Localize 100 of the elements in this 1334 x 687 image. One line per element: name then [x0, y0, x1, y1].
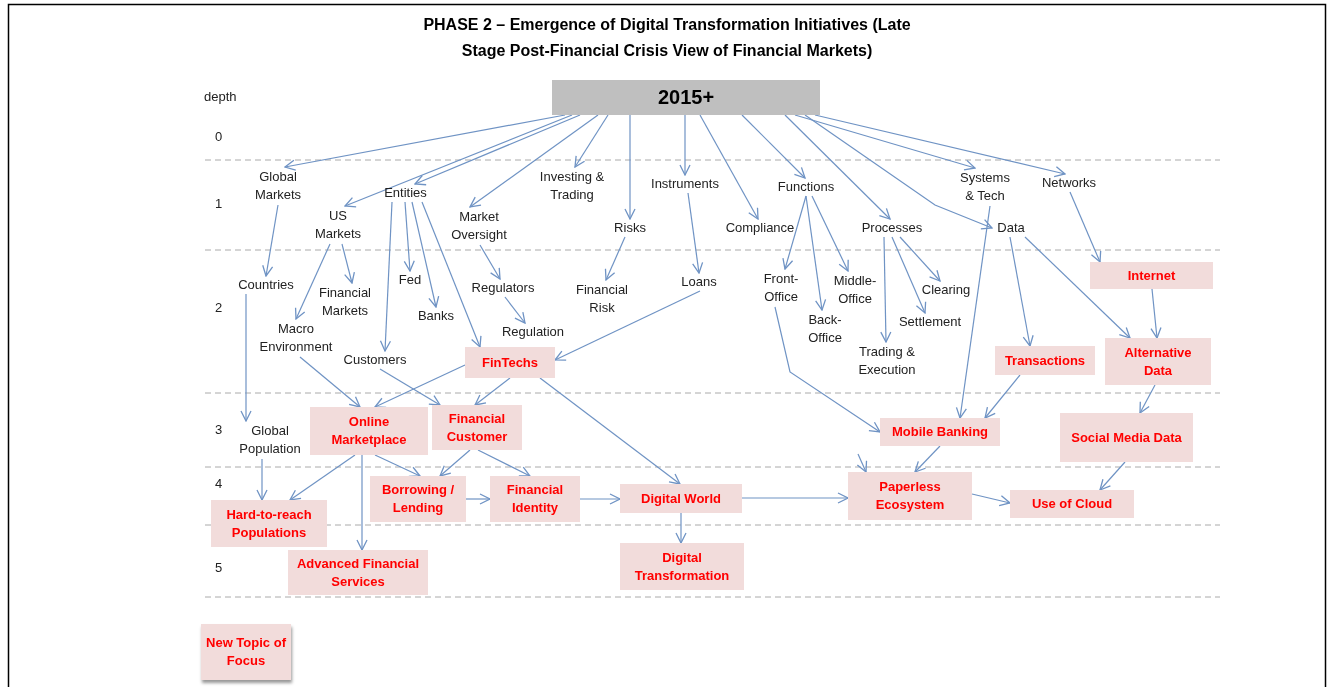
topic-label: Alternative Data	[1123, 343, 1193, 380]
node-label: Middle-Office	[832, 272, 878, 308]
arrow	[1150, 288, 1162, 339]
node-label: Global Markets	[253, 168, 303, 204]
node-label: Regulation	[501, 323, 565, 341]
node-label: Trading & Execution	[857, 343, 917, 379]
topic-label: Online Marketplace	[330, 413, 408, 449]
arrow	[403, 201, 415, 272]
arrow	[1069, 191, 1102, 263]
depth-number: 3	[215, 422, 223, 437]
diagram-title: PHASE 2 – Emergence of Digital Transformation Initiatives (Late Stage Post-Financial Crisis View of Financial Markets)	[423, 16, 911, 59]
node-label: Processes	[861, 219, 923, 237]
node-label: Back-Office	[807, 311, 843, 347]
depth-number: 0	[215, 129, 223, 144]
arrow	[675, 512, 687, 544]
depth-number: 4	[215, 476, 223, 491]
topic-box	[1060, 413, 1193, 462]
arrow	[699, 114, 759, 220]
node-label: Customers	[343, 351, 407, 369]
depth-number: 5	[215, 560, 223, 575]
arrow	[504, 296, 526, 324]
arrow	[784, 114, 891, 220]
topic-box	[310, 407, 428, 455]
depth-number: 1	[215, 196, 223, 211]
topic-box	[848, 472, 972, 520]
arrow	[971, 493, 1011, 507]
topic-box	[1105, 338, 1211, 385]
arrow	[262, 204, 279, 277]
arrow	[294, 243, 331, 320]
topic-label: Hard-to-reach Populations	[225, 505, 313, 542]
arrow	[374, 454, 421, 477]
arrow	[411, 201, 440, 308]
arrow	[880, 236, 892, 343]
topic-label: Digital World	[641, 489, 721, 508]
arrow	[891, 236, 927, 314]
topic-box	[1010, 490, 1134, 518]
topic-box	[490, 476, 580, 522]
topic-box	[432, 405, 522, 450]
header-text: 2015+	[657, 85, 715, 110]
arrow	[579, 493, 621, 505]
topic-label: Transactions	[1004, 351, 1086, 370]
arrow	[1139, 384, 1156, 414]
node-label: US Markets	[313, 207, 363, 243]
arrow	[741, 114, 806, 179]
arrow	[356, 454, 368, 551]
arrow	[856, 453, 868, 473]
arrow	[782, 195, 807, 270]
arrow	[299, 356, 361, 408]
arrow	[899, 236, 941, 282]
arrow	[687, 192, 704, 274]
arrow	[289, 454, 356, 501]
topic-box	[880, 418, 1000, 446]
node-label: Banks	[417, 307, 455, 325]
arrow	[379, 368, 441, 406]
topic-label: Internet	[1127, 266, 1176, 285]
arrow	[421, 201, 482, 348]
node-label: Compliance	[725, 219, 795, 237]
arrow	[439, 449, 471, 477]
node-label: Fed	[398, 271, 422, 289]
node-label: Front-Office	[762, 270, 800, 306]
arrow	[469, 114, 599, 208]
arrow	[811, 195, 849, 272]
legend-label: New Topic of Focus	[205, 634, 287, 670]
header-box	[552, 80, 820, 115]
arrow	[741, 492, 849, 504]
node-label: Functions	[777, 178, 835, 196]
topic-label: Paperless Ecosystem	[874, 478, 946, 514]
node-label: Global Population	[238, 422, 302, 458]
arrow	[804, 114, 993, 230]
arrow	[479, 244, 501, 280]
arrow	[805, 195, 827, 311]
arrow	[1024, 236, 1131, 339]
arrow	[604, 236, 626, 281]
topic-label: Financial Identity	[505, 481, 565, 517]
axis-title: depth	[204, 89, 237, 104]
arrow	[574, 114, 609, 168]
arrow	[914, 445, 941, 473]
topic-box	[995, 346, 1095, 375]
node-label: Networks	[1041, 174, 1097, 192]
topic-box	[211, 500, 327, 547]
arrow	[379, 201, 393, 352]
arrow	[465, 493, 491, 505]
node-label: Loans	[681, 273, 717, 291]
topic-label: Financial Customer	[445, 409, 509, 446]
topic-label: Mobile Banking	[891, 423, 989, 441]
topic-label: Digital Transformation	[633, 548, 731, 585]
node-label: Clearing	[921, 281, 971, 299]
node-label: Countries	[238, 276, 294, 294]
node-label: Financial Risk	[575, 281, 629, 317]
arrow	[474, 377, 511, 406]
arrow	[679, 114, 691, 176]
topic-label: Social Media Data	[1071, 428, 1182, 447]
node-label: Data	[997, 219, 1025, 237]
topic-label: Advanced Financial Services	[295, 554, 421, 591]
arrow	[240, 293, 252, 422]
arrow	[794, 114, 976, 171]
topic-label: Use of Cloud	[1031, 495, 1113, 513]
arrow	[624, 114, 636, 220]
topic-box	[288, 550, 428, 595]
arrow	[539, 377, 681, 485]
